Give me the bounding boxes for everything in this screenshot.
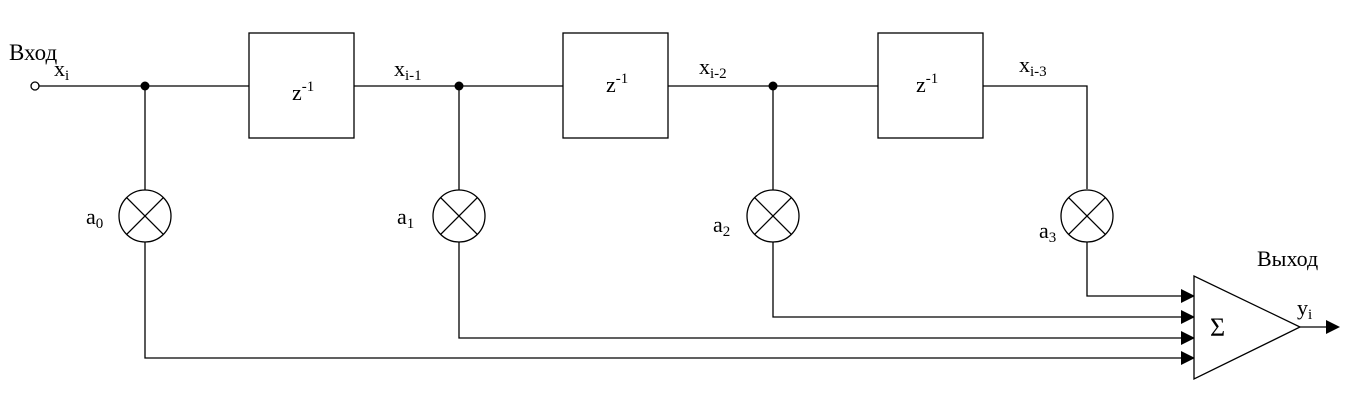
- coefficient-label-2: a2: [713, 212, 730, 240]
- sum-symbol: Σ: [1210, 313, 1225, 342]
- output-label: Выход: [1257, 246, 1318, 271]
- multiplier-3: [1060, 189, 1114, 243]
- delay-block-1: [248, 32, 355, 139]
- arrowhead-input-1: [1181, 331, 1195, 345]
- arrowhead-input-2: [1181, 310, 1195, 324]
- sum-input-line-1: [458, 242, 1183, 339]
- multiplier-1: [432, 189, 486, 243]
- coefficient-label-3: a3: [1039, 218, 1056, 246]
- sum-input-line-2: [772, 242, 1183, 318]
- sum-input-line-0: [144, 242, 1183, 359]
- tap-signal-label-2: xi-2: [699, 54, 727, 82]
- input-terminal: [30, 81, 40, 91]
- input-signal-label: xi: [54, 56, 69, 84]
- output-arrowhead: [1326, 320, 1340, 334]
- delay-label-2: z-1: [606, 71, 628, 97]
- delay-label-3: z-1: [916, 71, 938, 97]
- delay-block-3: [877, 32, 984, 139]
- delay-block-2: [562, 32, 669, 139]
- delay-label-1: z-1: [292, 79, 314, 105]
- input-label: Вход: [9, 40, 57, 65]
- output-signal-label: yi: [1297, 295, 1312, 323]
- line-delay3-tap3: [983, 85, 1088, 189]
- multiplier-2: [746, 189, 800, 243]
- coefficient-label-1: a1: [397, 204, 414, 232]
- arrowhead-input-0: [1181, 351, 1195, 365]
- coefficient-label-0: a0: [86, 204, 103, 232]
- arrowhead-input-3: [1181, 289, 1195, 303]
- multiplier-0: [118, 189, 172, 243]
- tap-signal-label-3: xi-3: [1019, 52, 1047, 80]
- summer-triangle: [1193, 274, 1302, 381]
- sum-input-line-3: [1086, 242, 1183, 297]
- tap-signal-label-1: xi-1: [394, 56, 422, 84]
